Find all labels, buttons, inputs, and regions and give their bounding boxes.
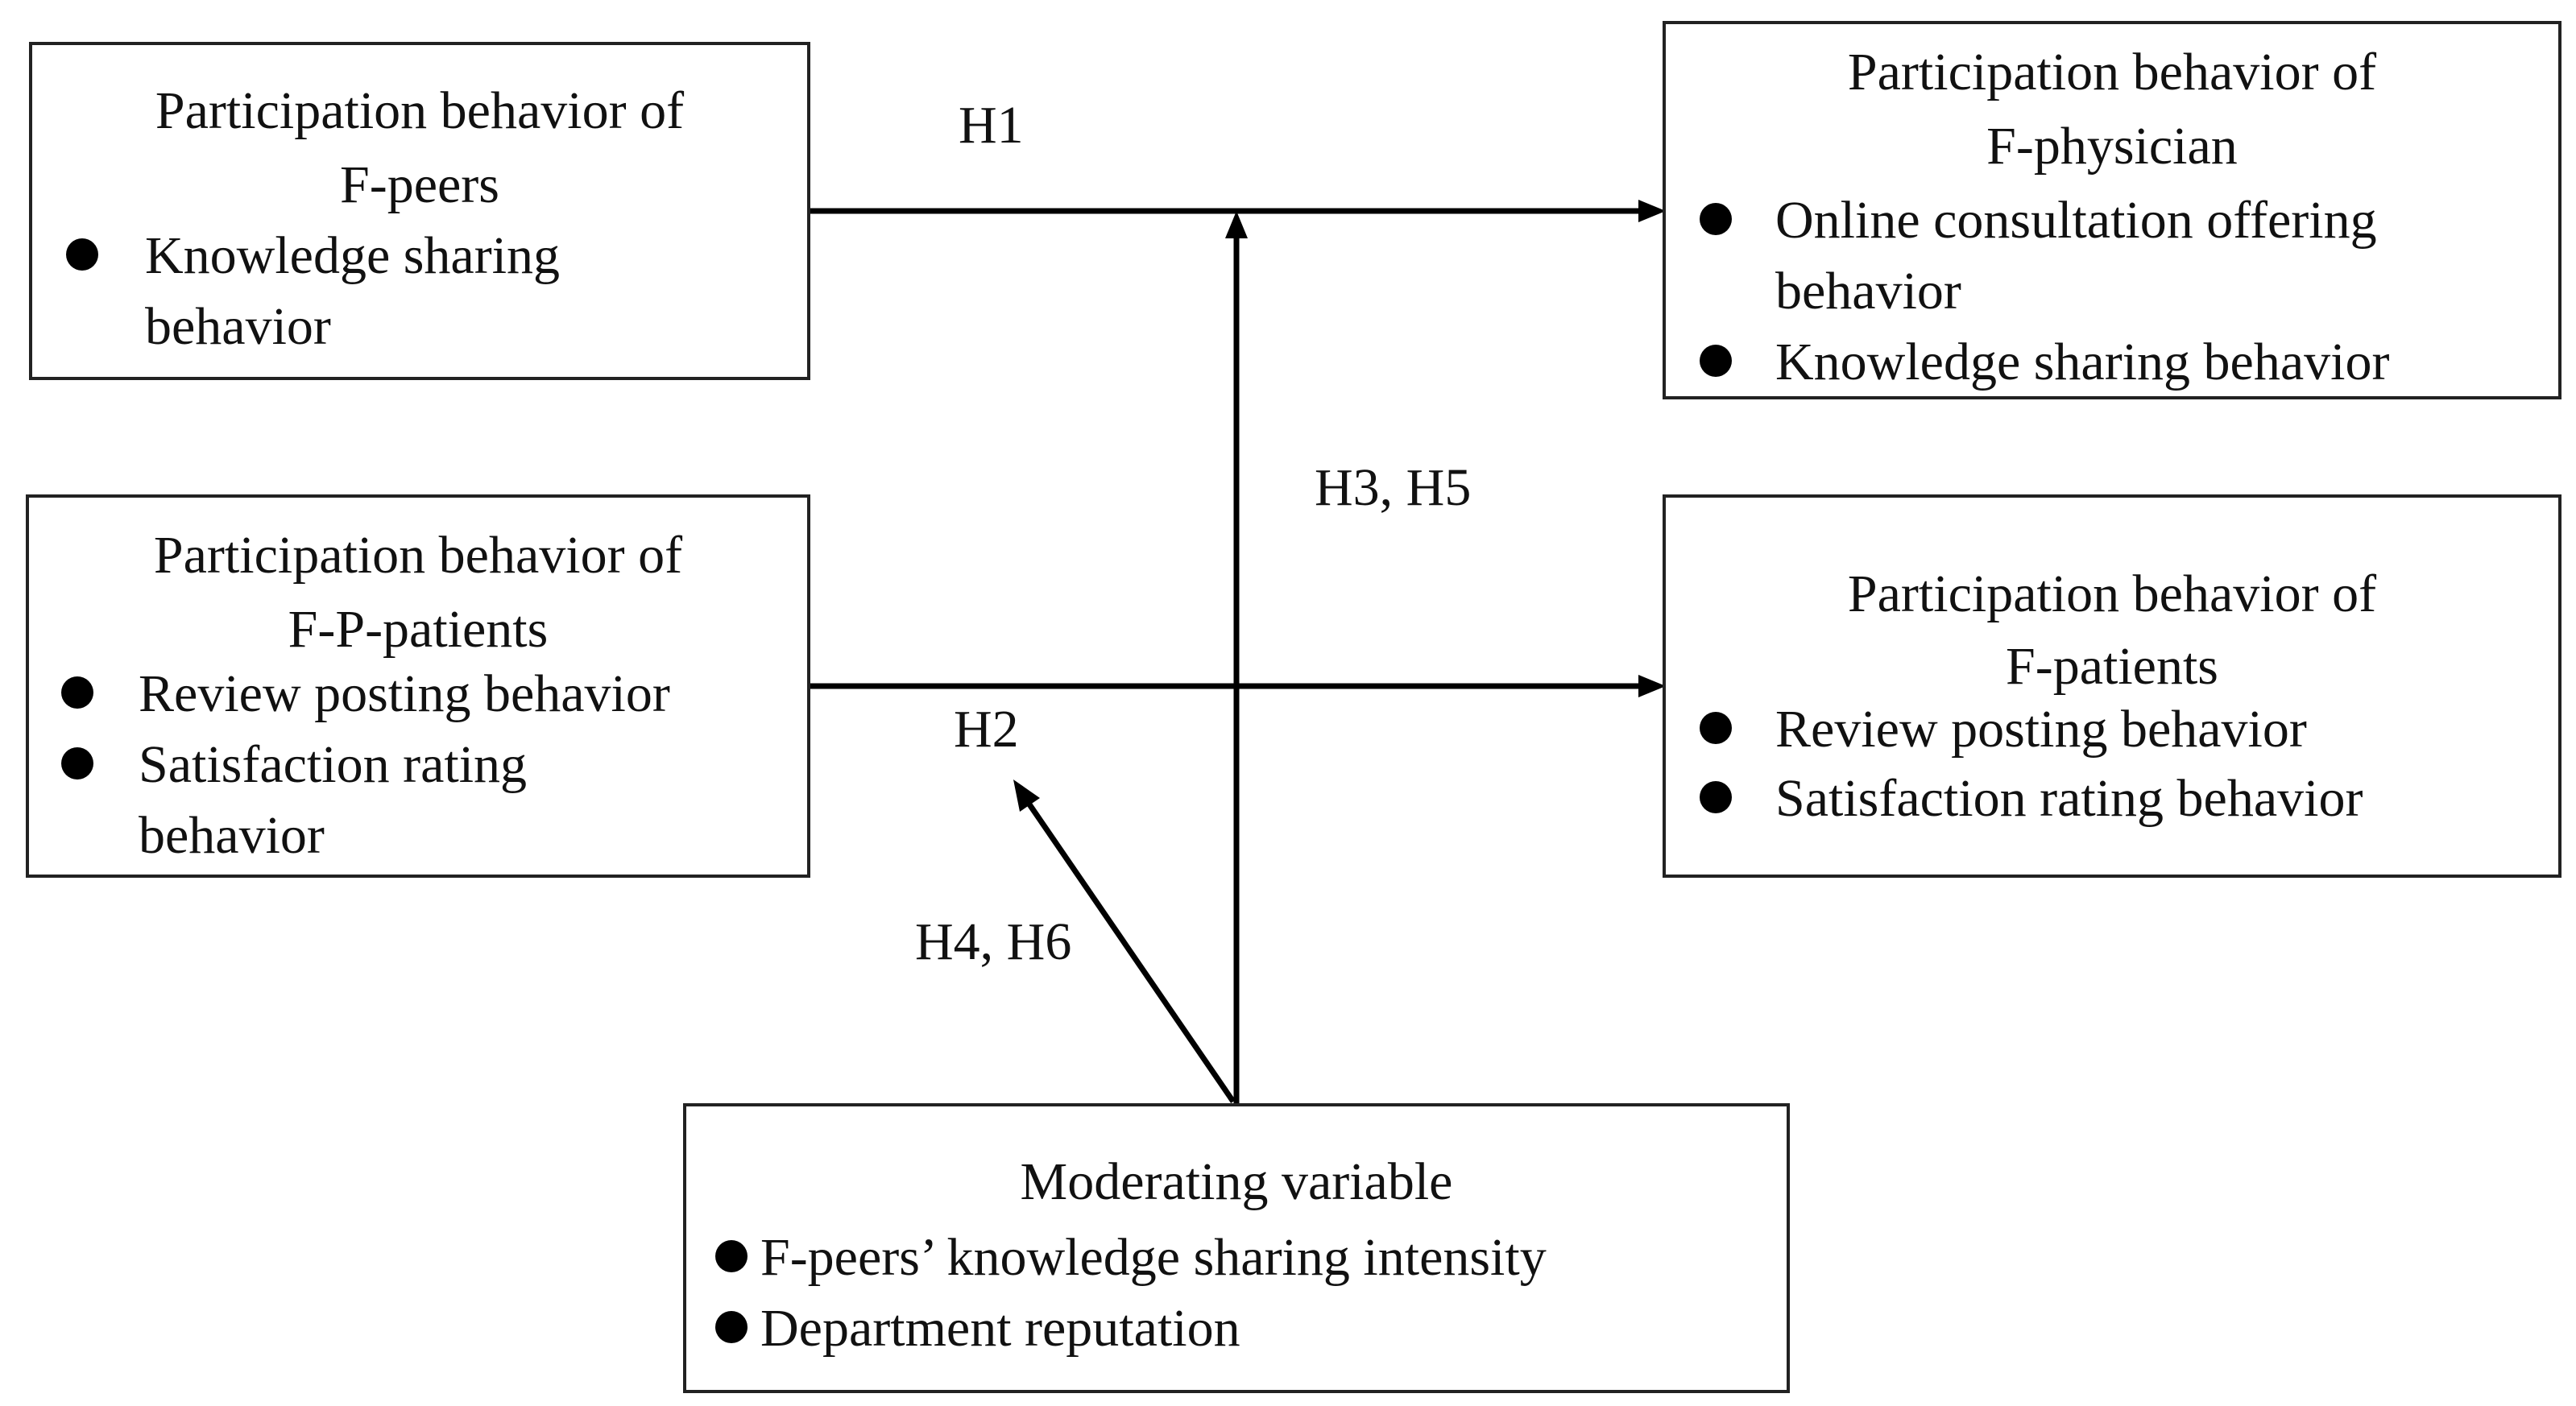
box-f-patients: Participation behavior of F-patients Rev… [1663, 494, 2562, 878]
moderating-item-1-line1: F-peers’ knowledge sharing intensity [760, 1228, 1547, 1287]
f-p-patients-item-2-line1: Satisfaction rating [139, 735, 528, 794]
f-patients-title-line1: Participation behavior of [1847, 564, 2377, 623]
f-physician-item-1-line1: Online consultation offering [1775, 191, 2377, 250]
f-physician-item-1-line2: behavior [1775, 262, 1961, 320]
f-peers-title-line2: F-peers [340, 155, 499, 214]
h4-h6-moderation-line [1025, 800, 1236, 1103]
f-peers-item-1-line1: Knowledge sharing [145, 226, 561, 285]
f-p-patients-item-1-line1: Review posting behavior [139, 664, 670, 723]
box-f-peers: Participation behavior of F-peers Knowle… [29, 42, 810, 380]
box-f-physician: Participation behavior of F-physician On… [1663, 21, 2562, 399]
moderating-title: Moderating variable [1020, 1152, 1453, 1211]
f-patients-item-2-line1: Satisfaction rating behavior [1775, 769, 2363, 828]
h2-arrowhead [1638, 675, 1666, 697]
h1-arrowhead [1638, 200, 1666, 222]
edge-label-h4-h6: H4, H6 [915, 912, 1072, 971]
bullet-icon [66, 238, 98, 271]
bullet-icon [1700, 781, 1732, 813]
f-p-patients-item-2-line2: behavior [139, 806, 325, 865]
f-physician-title-line1: Participation behavior of [1847, 43, 2377, 101]
bullet-icon [61, 676, 93, 709]
bullet-icon [1700, 712, 1732, 744]
f-p-patients-title-line1: Participation behavior of [153, 526, 683, 585]
bullet-icon [1700, 345, 1732, 377]
f-peers-item-1-line2: behavior [145, 297, 331, 356]
bullet-icon [715, 1311, 748, 1343]
bullet-icon [1700, 203, 1732, 235]
f-physician-title-line2: F-physician [1986, 117, 2238, 176]
h3-h5-arrowhead [1225, 211, 1248, 238]
f-patients-item-1-line1: Review posting behavior [1775, 700, 2307, 759]
f-patients-title-line2: F-patients [2006, 637, 2218, 696]
bullet-icon [61, 747, 93, 780]
moderating-item-2-line1: Department reputation [760, 1299, 1240, 1358]
f-p-patients-title-line2: F-P-patients [288, 600, 549, 659]
f-peers-title-line1: Participation behavior of [155, 81, 685, 140]
box-moderating-variable: Moderating variable F-peers’ knowledge s… [683, 1103, 1790, 1393]
box-f-p-patients: Participation behavior of F-P-patients R… [26, 494, 810, 878]
bullet-icon [715, 1240, 748, 1272]
h4-h6-arrowhead [1013, 780, 1040, 812]
edge-label-h1: H1 [959, 96, 1024, 155]
f-physician-item-2-line1: Knowledge sharing behavior [1775, 333, 2390, 391]
edge-label-h3-h5: H3, H5 [1315, 458, 1472, 517]
edge-label-h2: H2 [954, 700, 1019, 759]
